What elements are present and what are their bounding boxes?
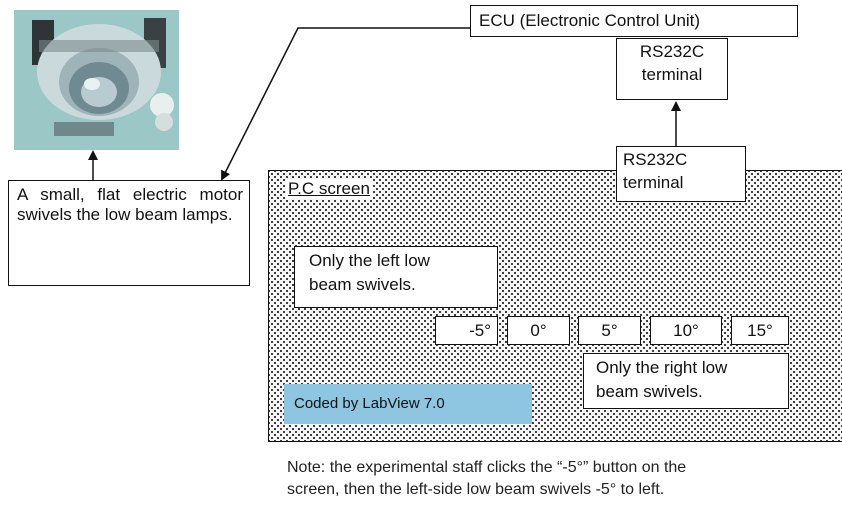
angle-button-15-label: 15° [747, 321, 773, 340]
right-note-line1: Only the right low [596, 358, 728, 377]
headlamp-image [14, 10, 179, 150]
pc-terminal-line2: terminal [623, 173, 684, 192]
left-note-line1: Only the left low [309, 251, 430, 270]
angle-button-10-label: 10° [673, 321, 699, 340]
angle-button-15[interactable]: 15° [731, 316, 789, 345]
pc-screen-label: P.C screen [286, 179, 372, 199]
angle-button-5-label: 5° [601, 321, 618, 340]
ecu-label: ECU (Electronic Control Unit) [479, 11, 701, 30]
coded-by-labview-badge: Coded by LabView 7.0 [284, 384, 532, 424]
ecu-to-motor-arrow [221, 27, 470, 181]
right-note-line2: beam swivels. [596, 382, 703, 401]
ecu-rs232c-terminal: RS232C terminal [616, 38, 728, 100]
angle-button-minus5-label: -5° [469, 321, 491, 340]
motor-caption-box: A small, flat electric motor swivels the… [8, 180, 250, 286]
note-line2: screen, then the left-side low beam swiv… [287, 481, 665, 498]
right-low-beam-note: Only the right low beam swivels. [583, 353, 789, 409]
note-line1: Note: the experimental staff clicks the … [287, 459, 687, 476]
headlamp-photo [14, 10, 179, 150]
angle-button-10[interactable]: 10° [650, 316, 722, 345]
left-low-beam-note: Only the left low beam swivels. [294, 246, 498, 308]
ecu-terminal-line1: RS232C [639, 42, 705, 61]
experiment-note: Note: the experimental staff clicks the … [287, 457, 686, 501]
pc-rs232c-terminal: RS232C terminal [616, 146, 746, 202]
angle-button-minus5[interactable]: -5° [435, 316, 498, 345]
ecu-terminal-line2: terminal [641, 65, 703, 84]
ecu-box: ECU (Electronic Control Unit) [470, 5, 798, 37]
angle-button-0-label: 0° [530, 321, 547, 340]
pc-terminal-line1: RS232C [623, 150, 688, 169]
motor-caption-text: A small, flat electric motor swivels the… [17, 185, 243, 224]
angle-button-0[interactable]: 0° [507, 316, 570, 345]
angle-button-5[interactable]: 5° [578, 316, 641, 345]
left-note-line2: beam swivels. [309, 275, 416, 294]
